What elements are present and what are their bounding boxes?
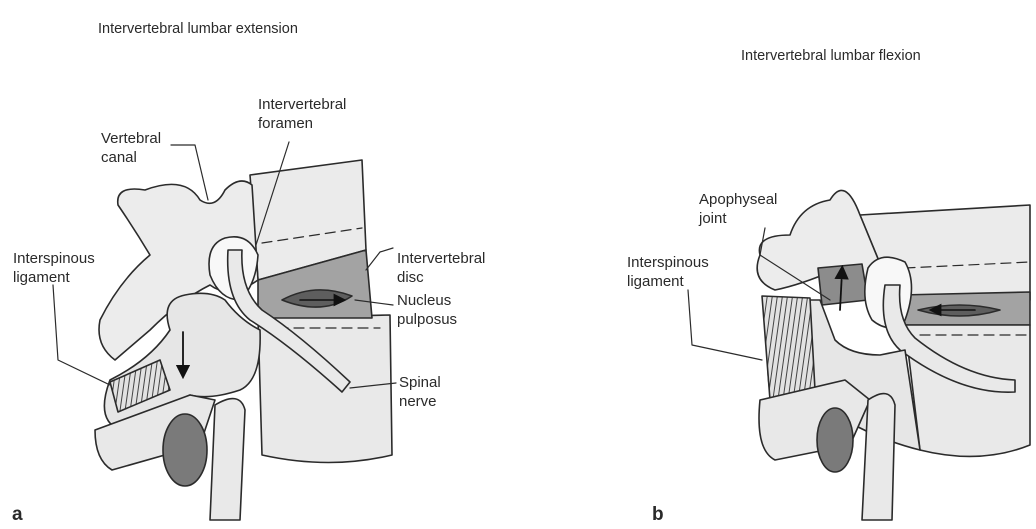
- interspinous-ligament-b: [762, 296, 815, 400]
- label-vertebral-canal: Vertebral canal: [101, 129, 161, 167]
- panel-b-title: Intervertebral lumbar flexion: [741, 47, 921, 66]
- label-interspinous-ligament-a: Interspinous ligament: [13, 249, 95, 287]
- label-apophyseal-joint: Apophyseal joint: [699, 190, 777, 228]
- panel-a-drawing: [53, 142, 396, 520]
- label-nucleus-pulposus: Nucleus pulposus: [397, 291, 457, 329]
- label-intervertebral-foramen: Intervertebral foramen: [258, 95, 346, 133]
- label-interspinous-ligament-b: Interspinous ligament: [627, 253, 709, 291]
- spinal-cord-b: [817, 408, 853, 472]
- panel-b-drawing: [688, 190, 1030, 520]
- panel-a-title: Intervertebral lumbar extension: [98, 20, 298, 39]
- apophyseal-joint-b: [818, 264, 868, 305]
- label-intervertebral-disc: Intervertebral disc: [397, 249, 485, 287]
- label-spinal-nerve: Spinal nerve: [399, 373, 441, 411]
- panel-a-letter: a: [12, 505, 23, 524]
- spinal-cord-a: [163, 414, 207, 486]
- panel-b-letter: b: [652, 505, 664, 524]
